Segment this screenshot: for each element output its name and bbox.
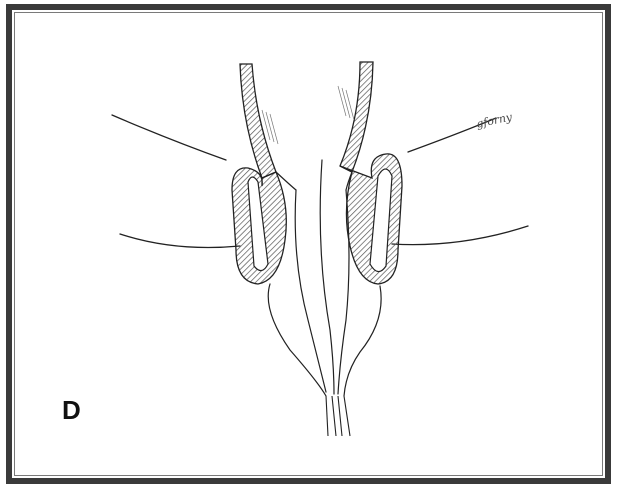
distal-strand-1: [326, 396, 328, 436]
panel-label: D: [62, 395, 81, 426]
left-lower-surface-line: [120, 234, 240, 248]
distal-strand-3: [338, 396, 342, 436]
canal-right-edge: [344, 286, 381, 396]
right-tube-wall: [340, 62, 373, 172]
distal-strand-2: [332, 396, 336, 436]
right-lower-surface-line: [392, 226, 528, 245]
interior-shading-right: [338, 86, 354, 120]
canal-fold-2: [320, 160, 334, 394]
distal-strand-4: [344, 396, 350, 436]
canal-left-edge: [268, 284, 326, 396]
left-tube-wall: [240, 64, 276, 178]
left-upper-surface-line: [112, 115, 226, 160]
